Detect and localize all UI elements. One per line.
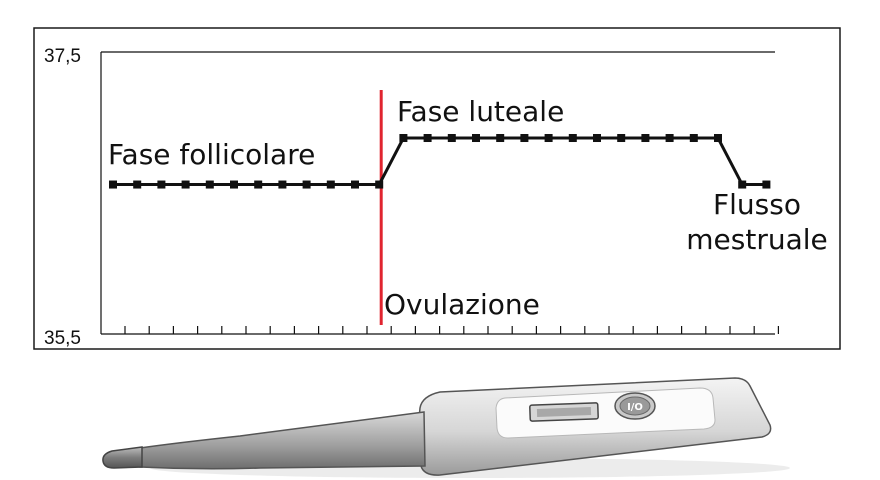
temperature-points xyxy=(109,134,771,189)
thermometer-panel xyxy=(495,387,716,439)
thermometer-tip xyxy=(102,446,143,469)
menstrual-flow-label-line1: Flusso xyxy=(713,188,801,221)
data-point-24 xyxy=(665,134,674,143)
data-point-15 xyxy=(447,134,456,143)
data-point-16 xyxy=(472,134,480,143)
data-point-23 xyxy=(641,134,650,143)
data-point-10 xyxy=(326,180,335,189)
power-button-inner xyxy=(619,396,651,416)
thermometer-screen-inner xyxy=(536,407,592,417)
data-point-7 xyxy=(254,180,263,189)
data-point-8 xyxy=(278,180,287,189)
data-point-2 xyxy=(133,180,142,189)
data-point-17 xyxy=(496,134,505,143)
chart-frame xyxy=(33,27,841,350)
thermometer-icon: I/O xyxy=(102,377,790,478)
data-point-28 xyxy=(762,180,771,189)
power-button-glyph: I/O xyxy=(627,402,643,413)
y-tick-label-top: 37,5 xyxy=(44,46,81,67)
menstrual-flow-label-line2: mestruale xyxy=(686,223,828,256)
x-ticks xyxy=(124,326,780,334)
data-point-12 xyxy=(375,180,384,189)
data-point-27 xyxy=(738,180,747,189)
data-point-13 xyxy=(399,134,408,143)
data-point-20 xyxy=(568,134,577,143)
data-point-3 xyxy=(157,180,166,189)
data-point-18 xyxy=(520,134,529,143)
temperature-series-line xyxy=(113,136,767,187)
data-point-1 xyxy=(109,180,117,189)
data-point-9 xyxy=(302,180,311,189)
luteal-phase-label: Fase luteale xyxy=(397,95,564,128)
data-point-5 xyxy=(205,180,214,189)
data-point-19 xyxy=(544,134,553,143)
data-point-11 xyxy=(351,180,359,189)
thermometer-probe xyxy=(139,411,426,470)
data-point-22 xyxy=(617,134,626,143)
data-point-25 xyxy=(689,134,698,143)
follicular-phase-label: Fase follicolare xyxy=(108,138,315,171)
data-point-26 xyxy=(714,134,722,143)
data-point-21 xyxy=(593,134,601,143)
ovulation-label: Ovulazione xyxy=(384,288,540,321)
y-tick-label-bottom: 35,5 xyxy=(44,328,81,349)
data-point-14 xyxy=(423,134,432,143)
data-point-4 xyxy=(181,180,190,189)
data-point-6 xyxy=(230,180,238,189)
